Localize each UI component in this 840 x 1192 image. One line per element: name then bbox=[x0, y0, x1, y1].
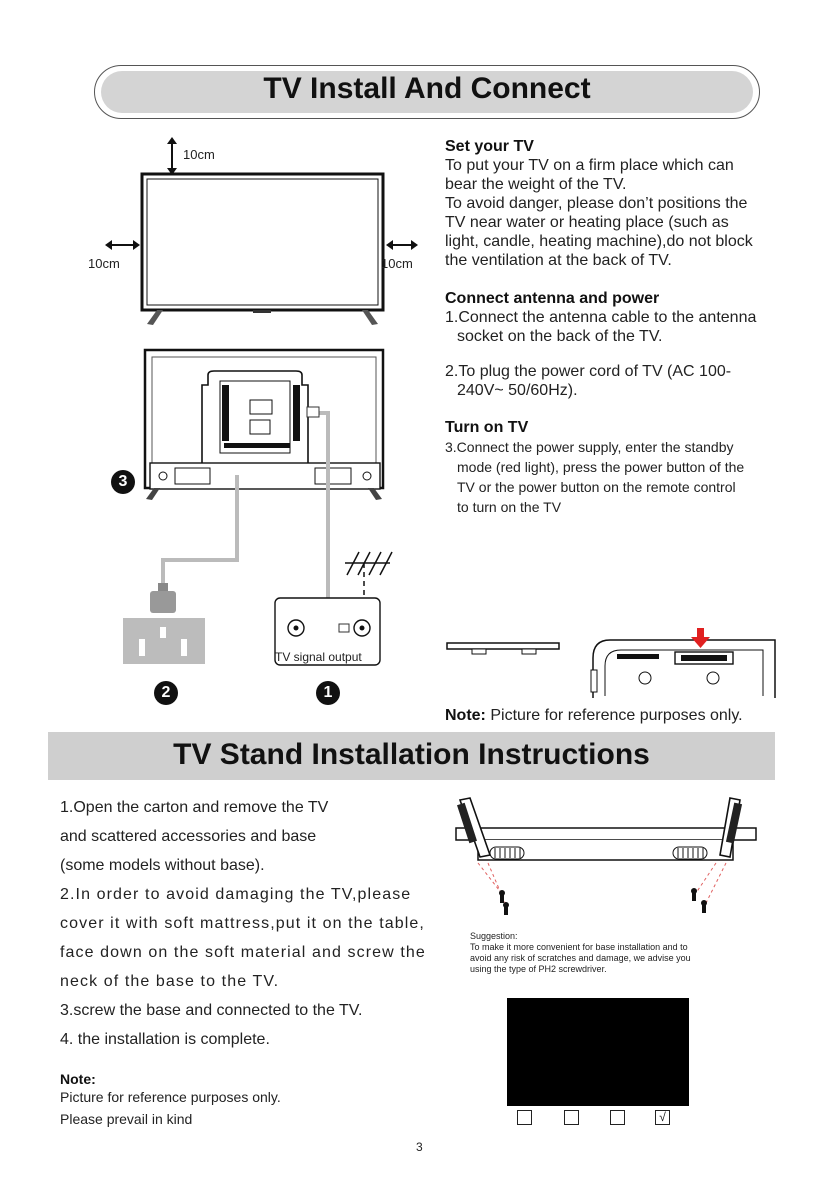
connect-item-1: 1.Connect the antenna cable to the anten… bbox=[445, 309, 757, 326]
top-gap-label: 10cm bbox=[183, 147, 215, 162]
set-tv-line: To put your TV on a firm place which can bbox=[445, 157, 734, 174]
stand-step-line: neck of the base to the TV. bbox=[60, 973, 280, 990]
black-screen-image bbox=[507, 998, 689, 1106]
set-tv-section: Set your TV To put your TV on a firm pla… bbox=[445, 137, 790, 270]
stand-section-title: TV Stand Installation Instructions bbox=[173, 738, 650, 771]
stand-installation-diagram bbox=[455, 797, 757, 915]
checkbox bbox=[564, 1110, 579, 1125]
suggestion-line: To make it more convenient for base inst… bbox=[470, 942, 688, 952]
note-top-text: Picture for reference purposes only. bbox=[490, 707, 743, 724]
note-bottom-label: Note: bbox=[60, 1071, 96, 1087]
suggestion-label: Suggestion: bbox=[470, 931, 518, 941]
title-banner-fill bbox=[101, 71, 753, 113]
red-arrow-icon bbox=[691, 628, 710, 648]
stand-step-line: 2.In order to avoid damaging the TV,plea… bbox=[60, 886, 412, 903]
suggestion-block: Suggestion: To make it more convenient f… bbox=[470, 931, 750, 975]
note-top: Note: Picture for reference purposes onl… bbox=[445, 707, 743, 725]
vertical-gap-arrow-icon bbox=[167, 137, 177, 175]
suggestion-line: avoid any risk of scratches and damage, … bbox=[470, 953, 691, 963]
checkbox-checked: √ bbox=[655, 1110, 670, 1125]
connect-item-2-cont: 240V~ 50/60Hz). bbox=[457, 382, 578, 399]
stand-step-line: 1.Open the carton and remove the TV bbox=[60, 799, 329, 816]
checkbox-row: √ bbox=[517, 1110, 677, 1126]
stand-step-line: cover it with soft mattress,put it on th… bbox=[60, 915, 425, 932]
connect-item-1-cont: socket on the back of the TV. bbox=[457, 328, 663, 345]
tv-signal-output-label: TV signal output bbox=[275, 650, 362, 664]
suggestion-line: using the type of PH2 screwdriver. bbox=[470, 964, 607, 974]
stand-step-line: face down on the soft material and screw… bbox=[60, 944, 426, 961]
left-gap-arrow-icon bbox=[105, 240, 140, 250]
right-gap-arrow-icon bbox=[386, 240, 418, 250]
set-tv-line: To avoid danger, please don’t positions … bbox=[445, 195, 748, 212]
stand-step-line: (some models without base). bbox=[60, 857, 265, 874]
tv-rear-connection-diagram bbox=[123, 348, 393, 666]
note-top-label: Note: bbox=[445, 707, 486, 724]
step-number-1-icon: 1 bbox=[316, 681, 340, 705]
checkbox bbox=[517, 1110, 532, 1125]
turn-on-line: to turn on the TV bbox=[457, 499, 562, 515]
note-bottom: Note: Picture for reference purposes onl… bbox=[60, 1070, 281, 1128]
turn-on-section: Turn on TV 3.Connect the power supply, e… bbox=[445, 418, 790, 517]
connect-section: Connect antenna and power 1.Connect the … bbox=[445, 289, 790, 400]
step-number-2-icon: 2 bbox=[154, 681, 178, 705]
stand-steps: 1.Open the carton and remove the TV and … bbox=[60, 793, 450, 1054]
set-tv-line: bear the weight of the TV. bbox=[445, 176, 627, 193]
turn-on-line: mode (red light), press the power button… bbox=[457, 459, 745, 475]
connect-heading: Connect antenna and power bbox=[445, 290, 660, 307]
stand-step-line: and scattered accessories and base bbox=[60, 828, 317, 845]
turn-on-line: 3.Connect the power supply, enter the st… bbox=[445, 439, 734, 455]
set-tv-line: the ventilation at the back of TV. bbox=[445, 252, 672, 269]
checkbox bbox=[610, 1110, 625, 1125]
title-banner: TV Install And Connect bbox=[94, 65, 760, 119]
set-tv-line: light, candle, heating machine),do not b… bbox=[445, 233, 753, 250]
left-gap-label: 10cm bbox=[88, 256, 120, 271]
step-number-3-icon: 3 bbox=[111, 470, 135, 494]
stand-section-banner: TV Stand Installation Instructions bbox=[48, 732, 775, 780]
note-bottom-line: Please prevail in kind bbox=[60, 1111, 193, 1127]
right-gap-label: 10cm bbox=[381, 256, 413, 271]
page-number: 3 bbox=[416, 1140, 423, 1154]
tv-front-diagram bbox=[105, 137, 418, 325]
turn-on-line: TV or the power button on the remote con… bbox=[457, 479, 736, 495]
page-title: TV Install And Connect bbox=[263, 72, 591, 105]
screw-icon bbox=[499, 888, 707, 915]
stand-step-line: 4. the installation is complete. bbox=[60, 1031, 270, 1048]
power-button-diagram bbox=[446, 628, 776, 698]
set-tv-line: TV near water or heating place (such as bbox=[445, 214, 729, 231]
connect-item-2: 2.To plug the power cord of TV (AC 100- bbox=[445, 363, 732, 380]
note-bottom-line: Picture for reference purposes only. bbox=[60, 1089, 281, 1105]
turn-on-heading: Turn on TV bbox=[445, 419, 529, 436]
set-tv-heading: Set your TV bbox=[445, 138, 534, 155]
stand-step-line: 3.screw the base and connected to the TV… bbox=[60, 1002, 363, 1019]
